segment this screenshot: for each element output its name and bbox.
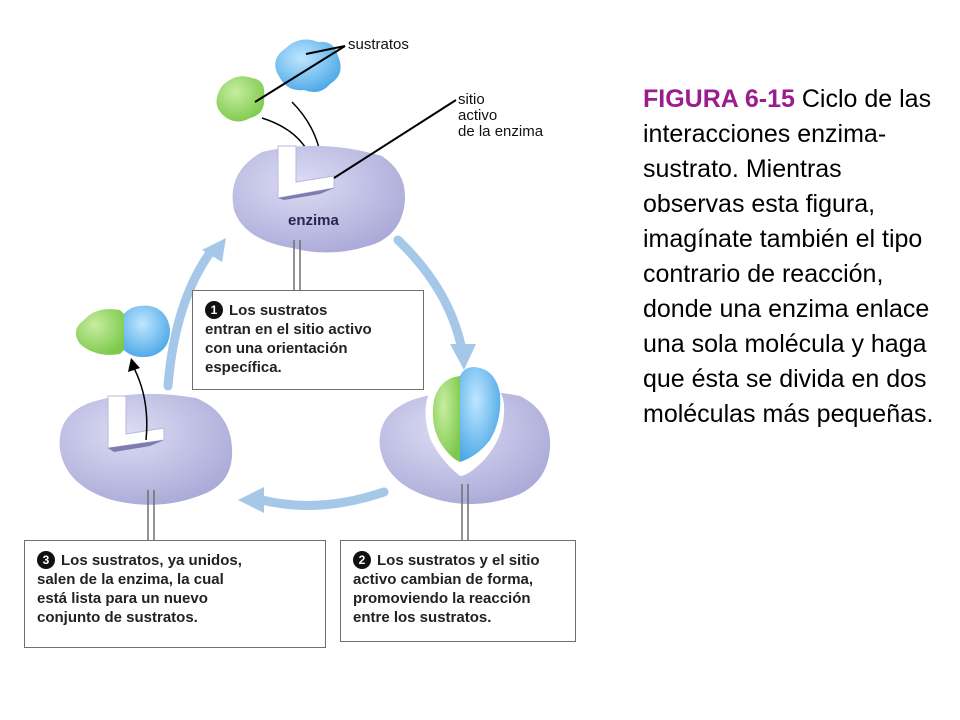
step-3-text-line: está lista para un nuevo	[37, 590, 208, 607]
step-1-text-line: entran en el sitio activo	[205, 321, 372, 338]
step-2-text-line: Los sustratos y el sitio	[377, 552, 540, 569]
step-1-text-line: específica.	[205, 359, 282, 376]
active-site-pointer-line	[333, 99, 457, 179]
enzyme-top	[232, 145, 406, 253]
active-site-label-line: activo	[458, 107, 498, 124]
step-2-callout: 2 Los sustratos y el sitio activo cambian…	[340, 540, 576, 642]
substrate-green-top	[216, 76, 265, 122]
cycle-arrow-head-left	[202, 238, 226, 262]
active-site-label: sitio activo de la enzima	[458, 92, 543, 140]
active-site-label-line: de la enzima	[458, 123, 544, 140]
step-2-text-line: entre los sustratos.	[353, 609, 492, 626]
step-2-badge: 2	[353, 551, 371, 569]
substrates-pointer-line-2	[254, 45, 346, 103]
substrate-green-bound	[432, 376, 460, 462]
step-1-text-line: Los sustratos	[229, 302, 328, 319]
active-site-top-floor	[278, 188, 334, 200]
product-blue-part	[124, 305, 170, 358]
enzyme-label: enzima	[288, 212, 339, 229]
exit-arrow-head	[128, 358, 140, 372]
step-2-text-line: activo cambian de forma,	[353, 571, 534, 588]
step-1-badge: 1	[205, 301, 223, 319]
cycle-arrow-bottom	[257, 487, 389, 510]
cycle-arrow-head-bottom	[238, 487, 264, 513]
caption-text: Ciclo de las interacciones enzima-sustra…	[643, 85, 934, 428]
product-green-part	[75, 309, 124, 355]
enzyme-bottom-left	[59, 393, 233, 505]
active-site-label-line: sitio	[458, 91, 485, 108]
substrates-label: sustratos	[348, 36, 409, 53]
step-3-text-line: Los sustratos, ya unidos,	[61, 552, 242, 569]
cycle-arrow-top-right	[393, 235, 467, 355]
step-1-text-line: con una orientación	[205, 340, 348, 357]
step-2-text-line: promoviendo la reacción	[353, 590, 531, 607]
active-site-bottom-left-floor	[108, 440, 164, 452]
substrates-pointer-line-1	[305, 45, 346, 55]
figure-caption: FIGURA 6-15 Ciclo de las interacciones e…	[643, 82, 943, 432]
exit-arrow	[133, 367, 148, 441]
step-3-text-line: conjunto de sustratos.	[37, 609, 198, 626]
substrate-blue-bound	[460, 367, 501, 462]
cycle-arrow-head-right	[450, 344, 476, 370]
step-1-callout: 1 Los sustratos entran en el sitio activo…	[192, 290, 424, 390]
figure-label: FIGURA 6-15	[643, 85, 795, 113]
step-3-text-line: salen de la enzima, la cual	[37, 571, 224, 588]
cycle-arrow-left	[163, 245, 217, 391]
step-3-badge: 3	[37, 551, 55, 569]
step-3-callout: 3 Los sustratos, ya unidos, salen de la e…	[24, 540, 326, 648]
